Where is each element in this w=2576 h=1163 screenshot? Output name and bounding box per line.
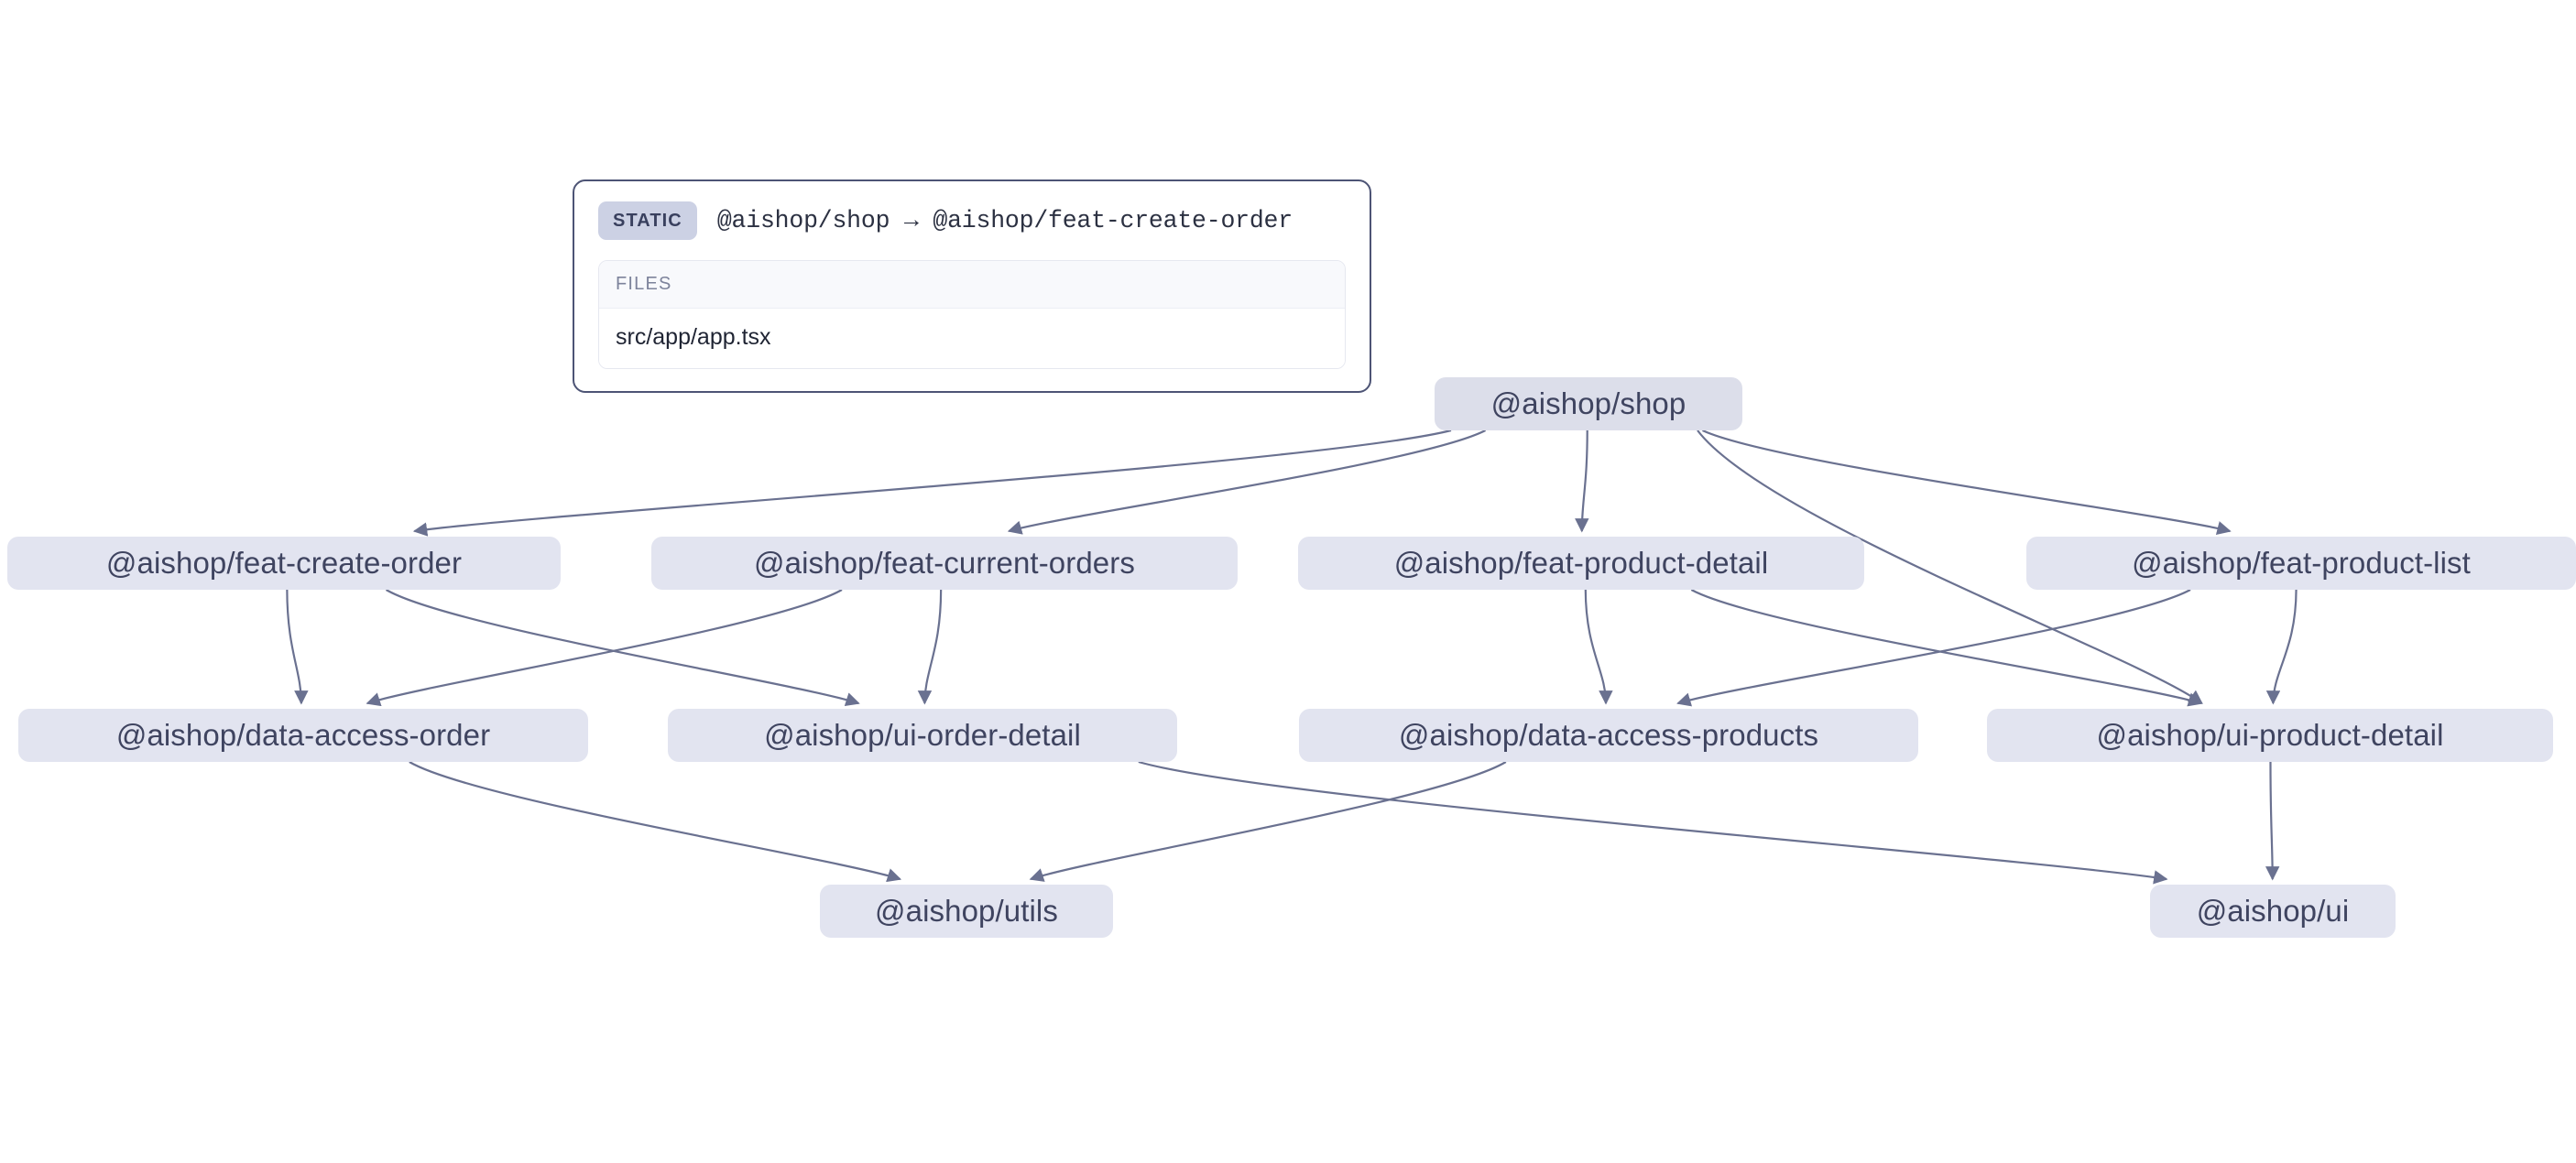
graph-edge-feat-create-order-to-data-access-order[interactable] xyxy=(286,589,309,705)
files-list: src/app/app.tsx xyxy=(599,309,1345,368)
graph-node-feat-product-detail[interactable]: @aishop/feat-product-detail xyxy=(1298,537,1864,590)
graph-node-utils[interactable]: @aishop/utils xyxy=(820,885,1113,938)
files-section-header: FILES xyxy=(599,261,1345,309)
graph-edge-ui-order-detail-to-ui[interactable] xyxy=(1138,760,2168,885)
graph-edge-feat-product-list-to-ui-product-detail[interactable] xyxy=(2265,589,2298,705)
graph-edge-feat-create-order-to-ui-order-detail[interactable] xyxy=(385,589,860,707)
graph-edge-feat-current-orders-to-ui-order-detail[interactable] xyxy=(917,589,943,705)
graph-edge-feat-current-orders-to-data-access-order[interactable] xyxy=(366,589,843,707)
graph-edge-shop-to-feat-product-detail[interactable] xyxy=(1575,429,1589,533)
graph-node-shop[interactable]: @aishop/shop xyxy=(1435,377,1742,430)
graph-node-ui[interactable]: @aishop/ui xyxy=(2150,885,2396,938)
file-row[interactable]: src/app/app.tsx xyxy=(599,309,1345,368)
graph-edge-feat-product-detail-to-ui-product-detail[interactable] xyxy=(1690,589,2203,707)
graph-node-feat-create-order[interactable]: @aishop/feat-create-order xyxy=(7,537,561,590)
graph-edge-ui-product-detail-to-ui[interactable] xyxy=(2265,761,2280,881)
graph-node-data-access-order[interactable]: @aishop/data-access-order xyxy=(18,709,588,762)
graph-node-ui-order-detail[interactable]: @aishop/ui-order-detail xyxy=(668,709,1177,762)
tooltip-files-panel: FILES src/app/app.tsx xyxy=(598,260,1346,369)
static-badge: STATIC xyxy=(598,201,697,240)
graph-node-feat-product-list[interactable]: @aishop/feat-product-list xyxy=(2026,537,2576,590)
graph-edge-feat-product-list-to-data-access-products[interactable] xyxy=(1676,589,2191,707)
graph-edge-feat-product-detail-to-data-access-products[interactable] xyxy=(1584,589,1613,705)
tooltip-header: STATIC @aishop/shop → @aishop/feat-creat… xyxy=(598,201,1346,240)
graph-node-feat-current-orders[interactable]: @aishop/feat-current-orders xyxy=(651,537,1238,590)
graph-edge-shop-to-feat-product-list[interactable] xyxy=(1702,429,2232,536)
graph-edge-data-access-products-to-utils[interactable] xyxy=(1029,761,1507,882)
edge-tooltip: STATIC @aishop/shop → @aishop/feat-creat… xyxy=(573,179,1371,393)
graph-edge-shop-to-feat-create-order[interactable] xyxy=(412,429,1452,537)
tooltip-title: @aishop/shop → @aishop/feat-create-order xyxy=(716,207,1293,234)
graph-edge-data-access-order-to-utils[interactable] xyxy=(409,761,902,883)
graph-node-data-access-products[interactable]: @aishop/data-access-products xyxy=(1299,709,1918,762)
graph-node-ui-product-detail[interactable]: @aishop/ui-product-detail xyxy=(1987,709,2553,762)
graph-edge-shop-to-feat-current-orders[interactable] xyxy=(1007,429,1487,535)
